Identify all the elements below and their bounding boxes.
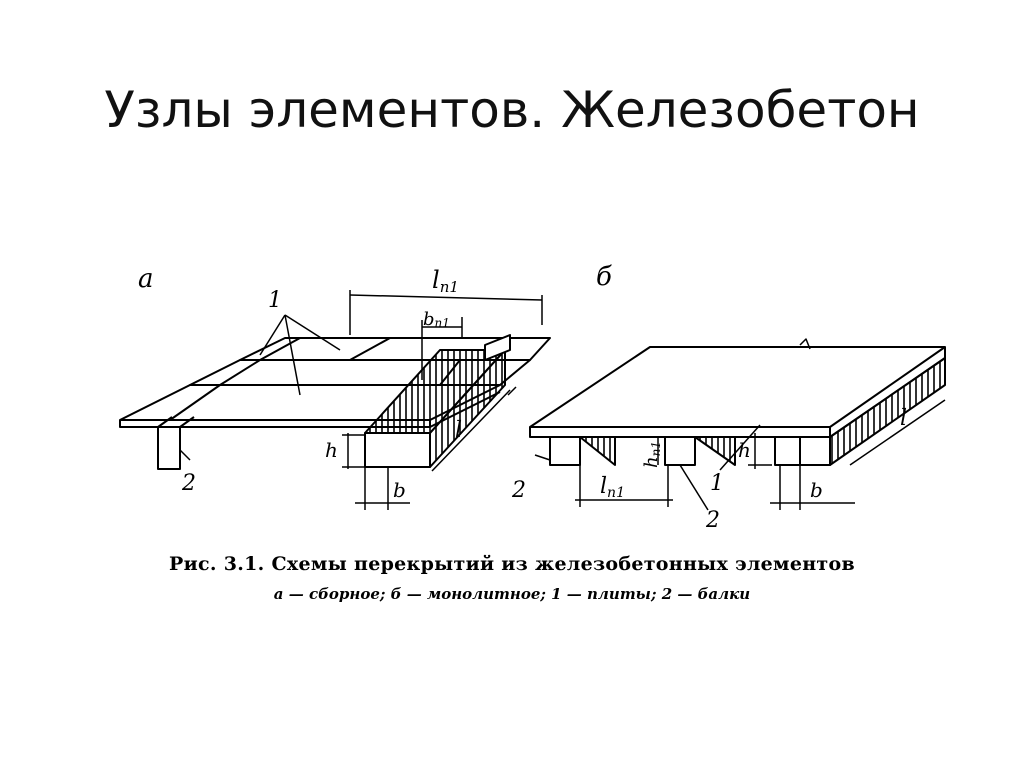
floor-schemes-figure: а [119, 262, 946, 533]
dim-l-b: l [849, 399, 946, 466]
panel-b-letter: б [596, 262, 612, 292]
label-slab-b: 1 [710, 471, 724, 496]
ribs-b [549, 357, 946, 466]
label-beam-a: 2 [181, 471, 196, 496]
edge-beam-a [364, 334, 511, 468]
dim-h-rib-b-label: hп1 [641, 441, 663, 468]
dim-l-a-label: l [455, 418, 462, 443]
label-beam-left-b: 2 [511, 478, 526, 503]
panel-a-letter: а [138, 264, 154, 294]
dim-width-a: bп1 [421, 309, 463, 380]
figure-legend: а — сборное; б — монолитное; 1 — плиты; … [273, 585, 751, 603]
dim-b-b-label: b [810, 478, 823, 502]
label-slabs-a: 1 [268, 288, 282, 313]
dim-b-a-label: b [393, 478, 406, 502]
figure-caption: Рис. 3.1. Схемы перекрытий из железобето… [169, 553, 855, 575]
dim-span-b: lп1 [575, 465, 673, 507]
dim-l-a: l [431, 386, 517, 472]
dim-h-a: h [325, 433, 365, 469]
dim-span-b-label: lп1 [600, 474, 625, 501]
dim-l-b-label: l [900, 406, 907, 431]
dim-h-b-label: h [738, 438, 751, 462]
slide-title: Узлы элементов. Железобетон [104, 81, 920, 139]
dim-h-rib-b: hп1 [641, 437, 663, 468]
dim-b-b: b [770, 465, 855, 510]
beam-left-a [157, 416, 195, 470]
dim-width-a-label: bп1 [423, 309, 450, 330]
label-beam-mid-b: 2 [705, 508, 720, 533]
dim-h-a-label: h [325, 438, 338, 462]
dim-h-b: h [738, 433, 772, 469]
dim-span-a-label: lп1 [432, 266, 459, 296]
dim-span-a: lп1 [349, 266, 543, 335]
panel-b-monolithic: б hп1 lп1 [511, 262, 946, 533]
dim-b-a: b [355, 467, 410, 510]
panel-a-precast: а [119, 264, 551, 510]
